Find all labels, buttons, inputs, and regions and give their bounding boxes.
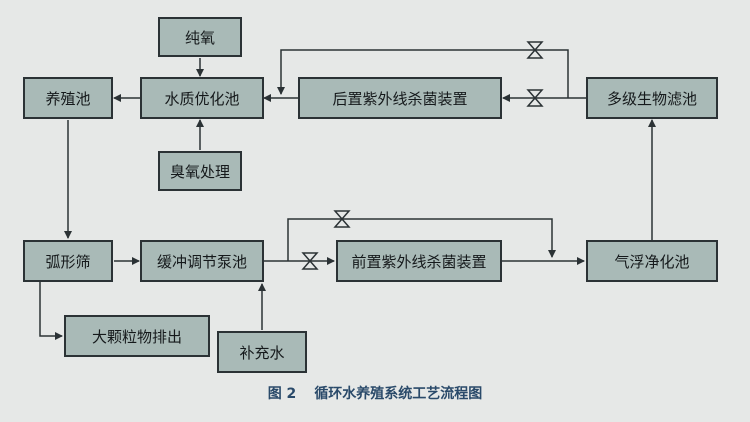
figure-label: 图 2 xyxy=(267,386,297,402)
figure-caption: 图 2 循环水养殖系统工艺流程图 xyxy=(0,383,750,403)
node-pure-oxygen: 纯氧 xyxy=(158,17,242,57)
valve-icon xyxy=(526,41,544,59)
node-multistage-biofilter: 多级生物滤池 xyxy=(586,77,718,119)
node-large-particle-discharge: 大颗粒物排出 xyxy=(64,315,210,357)
edge-arc-to-discharge xyxy=(39,282,63,340)
node-rear-uv-sterilizer: 后置紫外线杀菌装置 xyxy=(298,77,502,119)
figure-title: 循环水养殖系统工艺流程图 xyxy=(314,386,483,402)
edge-bypass-bottom xyxy=(287,218,556,261)
valve-icon xyxy=(301,252,319,270)
node-arc-screen: 弧形筛 xyxy=(23,240,113,282)
node-ozone-treatment: 臭氧处理 xyxy=(158,151,242,191)
node-makeup-water: 补充水 xyxy=(217,331,307,373)
node-buffer-pump-pool: 缓冲调节泵池 xyxy=(140,240,264,282)
node-water-quality-pool: 水质优化池 xyxy=(140,77,264,119)
edge-bypass-top xyxy=(277,49,569,98)
valve-icon xyxy=(333,210,351,228)
node-front-uv-sterilizer: 前置紫外线杀菌装置 xyxy=(336,240,502,282)
node-breeding-pool: 养殖池 xyxy=(23,77,113,119)
valve-icon xyxy=(526,89,544,107)
node-air-flotation-pool: 气浮净化池 xyxy=(586,240,718,282)
